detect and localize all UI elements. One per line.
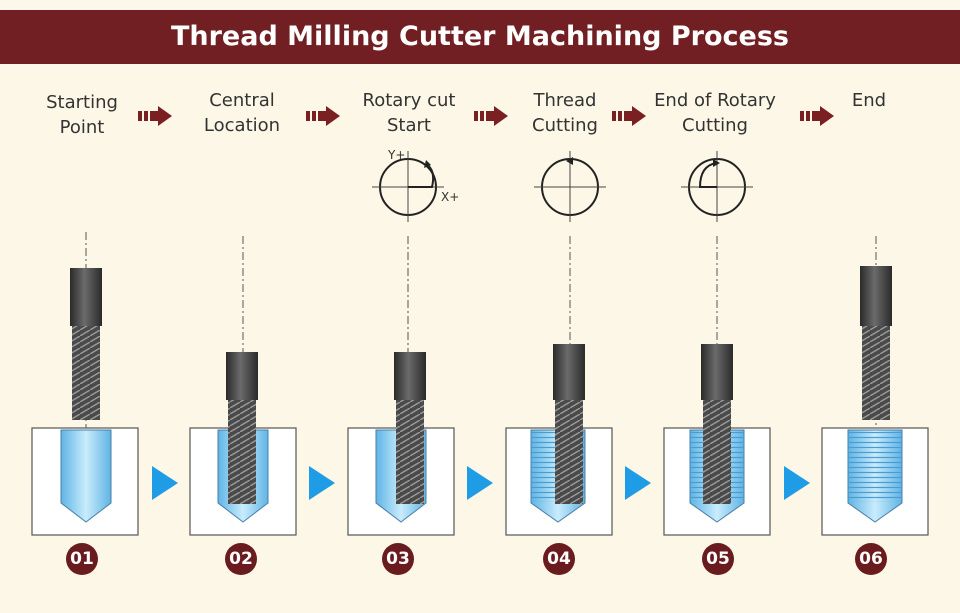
tool-shank — [860, 266, 892, 326]
title-banner: Thread Milling Cutter Machining Process — [0, 10, 960, 64]
step-badge-02: 02 — [225, 543, 257, 575]
flow-triangle-icon — [467, 466, 493, 500]
page-title: Thread Milling Cutter Machining Process — [170, 21, 790, 52]
process-panel — [0, 70, 960, 613]
step-badge-03: 03 — [382, 543, 414, 575]
step-arrow-icon — [474, 106, 508, 126]
axis-label-x: X+ — [441, 190, 459, 204]
tool-flutes — [555, 400, 583, 504]
flow-triangle-icon — [625, 466, 651, 500]
tool-flutes — [72, 326, 100, 420]
step-03-illustration — [347, 151, 455, 536]
step-arrow-icon — [800, 106, 834, 126]
step-label-06: End — [851, 90, 887, 111]
flow-triangle-icon — [784, 466, 810, 500]
step-label-03: Rotary cut Start — [362, 90, 456, 136]
tool-flutes — [396, 400, 424, 504]
step-arrow-icon — [306, 106, 340, 126]
tool-shank — [70, 268, 102, 326]
tool-flutes — [862, 326, 890, 420]
step-06-illustration — [821, 236, 929, 536]
step-label-04: Thread Cutting — [532, 90, 598, 136]
tool-flutes — [228, 400, 256, 504]
hole — [60, 429, 112, 523]
tool-flutes — [703, 400, 731, 504]
tool-shank — [394, 352, 426, 400]
step-badge-01: 01 — [66, 543, 98, 575]
step-badge-05: 05 — [702, 543, 734, 575]
axis-label-y: Y+ — [387, 148, 405, 162]
step-01-illustration — [31, 232, 139, 536]
step-04-illustration — [505, 151, 613, 536]
step-02-illustration — [189, 236, 297, 536]
step-badge-04: 04 — [543, 543, 575, 575]
flow-triangle-icon — [152, 466, 178, 500]
step-arrow-icon — [138, 106, 172, 126]
step-label-02: Central Location — [203, 90, 281, 136]
step-05-illustration — [663, 151, 771, 536]
step-arrow-icon — [612, 106, 646, 126]
flow-triangle-icon — [309, 466, 335, 500]
step-label-05: End of Rotary Cutting — [654, 90, 776, 136]
tool-shank — [701, 344, 733, 400]
tool-shank — [553, 344, 585, 400]
tool-shank — [226, 352, 258, 400]
step-badge-06: 06 — [855, 543, 887, 575]
step-label-01: Starting Point — [46, 92, 118, 138]
